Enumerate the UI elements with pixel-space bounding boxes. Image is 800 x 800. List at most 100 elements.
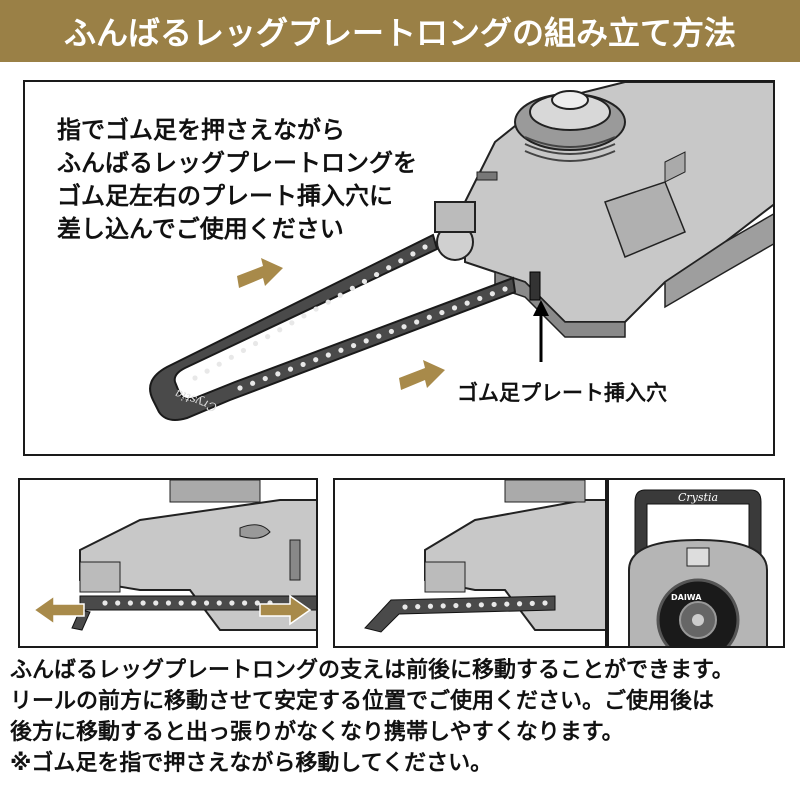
- plate-hole: [228, 354, 234, 360]
- plate-hole: [363, 338, 369, 344]
- slide-back-arrow: [32, 594, 85, 626]
- plate-hole: [300, 361, 306, 368]
- reel-plate-illustration: Crystia: [149, 82, 773, 421]
- plate-hole: [504, 601, 510, 607]
- front-view-panel: Crystia DAIWA: [607, 478, 785, 648]
- plate-hole: [401, 324, 407, 330]
- insert-arrow-lower: [399, 360, 445, 390]
- plate-hole: [410, 251, 416, 257]
- side-view-sliding: [32, 480, 316, 631]
- plate-hole: [516, 601, 523, 607]
- plate-holes: [402, 600, 548, 610]
- plate-hole: [242, 600, 248, 606]
- front-view: Crystia DAIWA: [609, 480, 783, 646]
- plate-hole: [115, 600, 121, 606]
- plate-hole: [127, 600, 133, 606]
- plate-hole: [464, 300, 470, 306]
- description-line: ※ゴム足を指で押さえながら移動してください。: [10, 751, 493, 776]
- plate-holes: [102, 600, 273, 606]
- instruction-line: 差し込んでご使用ください: [57, 215, 344, 243]
- plate-hole: [477, 295, 483, 302]
- plate-hole: [325, 352, 331, 358]
- plate-hole: [102, 600, 108, 606]
- insert-arrow-upper: [237, 258, 283, 288]
- plate-hole: [325, 299, 331, 305]
- plate-holes: [192, 244, 508, 391]
- plate-hole: [350, 342, 357, 349]
- plate-hole: [252, 340, 259, 347]
- plate-hole: [216, 600, 222, 606]
- plate-hole: [277, 327, 283, 333]
- plate-hole: [491, 601, 497, 608]
- plate-hole: [489, 291, 495, 297]
- plate-hole: [453, 602, 459, 609]
- description-text: ふんばるレッグプレートロングの支えは前後に移動することができます。 リールの前方…: [10, 655, 792, 779]
- plate-hole: [415, 604, 421, 610]
- instruction-line: ゴム足左右のプレート挿入穴に: [57, 182, 393, 210]
- plate-hole: [265, 334, 271, 340]
- plate-hole: [289, 320, 295, 326]
- plate-hole: [402, 604, 408, 610]
- page-title: ふんばるレッグプレートロングの組み立て方法: [63, 14, 736, 52]
- plate-hole: [529, 600, 535, 606]
- plate-hole: [422, 244, 428, 250]
- plate-hole: [153, 600, 159, 606]
- plate-hole: [229, 600, 235, 606]
- plate-hole: [204, 368, 210, 374]
- plate-hole: [203, 600, 210, 606]
- plate-hole: [398, 258, 404, 264]
- plate-hole: [275, 371, 281, 377]
- plate-hole: [165, 600, 172, 606]
- description-line: ふんばるレッグプレートロングの支えは前後に移動することができます。: [10, 658, 734, 683]
- plate-hole: [478, 602, 484, 608]
- plate-hole: [386, 265, 392, 271]
- plate-hole: [301, 313, 307, 319]
- plate-hole: [373, 271, 380, 278]
- callout-arrow: [533, 300, 549, 362]
- plate-hole: [542, 600, 548, 606]
- description-line: 後方に移動すると出っ張りがなくなり携帯しやすくなります。: [10, 720, 624, 745]
- plate-hole: [414, 319, 420, 325]
- plate-hole: [191, 600, 197, 606]
- plate-hole: [502, 286, 508, 292]
- plate-hole: [313, 306, 319, 312]
- plate-hole: [313, 357, 319, 363]
- plate-hole: [337, 292, 343, 298]
- plate-hole: [240, 347, 247, 354]
- side-view-retracted-panel: [333, 478, 607, 648]
- instruction-line: ふんばるレッグプレートロングを: [57, 149, 417, 177]
- plate-hole: [466, 602, 472, 608]
- plate-hole: [439, 309, 445, 316]
- plate-hole: [192, 375, 198, 381]
- plate-hole: [254, 600, 260, 606]
- description-line: リールの前方に移動させて安定する位置でご使用ください。ご使用後は: [10, 689, 715, 714]
- main-illustration-panel: Crystia 指でゴム足を押さえながら ふんばるレッグプレートロングを ゴム足…: [23, 80, 775, 456]
- header-banner: ふんばるレッグプレートロングの組み立て方法: [0, 0, 800, 62]
- plate-hole: [451, 305, 458, 311]
- reel-logo: DAIWA: [671, 593, 702, 602]
- plate-hole: [376, 333, 382, 339]
- side-view-retracted: [364, 480, 605, 633]
- plate-hole: [237, 385, 243, 391]
- plate-hole: [250, 380, 256, 386]
- plate-hole: [287, 366, 294, 372]
- plate-hole: [262, 375, 268, 382]
- plate-hole: [349, 285, 355, 291]
- plate-hole: [426, 314, 432, 320]
- plate-hole: [338, 347, 344, 353]
- leg-plate: [149, 233, 517, 421]
- plate-hole: [216, 361, 222, 367]
- instruction-line: 指でゴム足を押さえながら: [57, 116, 345, 144]
- reel-body: [434, 82, 773, 338]
- plate-hole: [427, 603, 434, 609]
- plate-hole: [178, 600, 184, 606]
- plate-hole: [361, 278, 368, 285]
- plate-hole: [388, 328, 395, 335]
- slide-forward-arrow: [259, 594, 312, 626]
- insertion-hole-label: ゴム足プレート挿入穴: [457, 381, 667, 405]
- plate-hole: [140, 600, 146, 606]
- plate-logo: Crystia: [678, 491, 718, 504]
- plate-hole: [440, 603, 446, 609]
- instruction-text: 指でゴム足を押さえながら ふんばるレッグプレートロングを ゴム足左右のプレート挿…: [57, 114, 437, 246]
- side-view-sliding-panel: [18, 478, 318, 648]
